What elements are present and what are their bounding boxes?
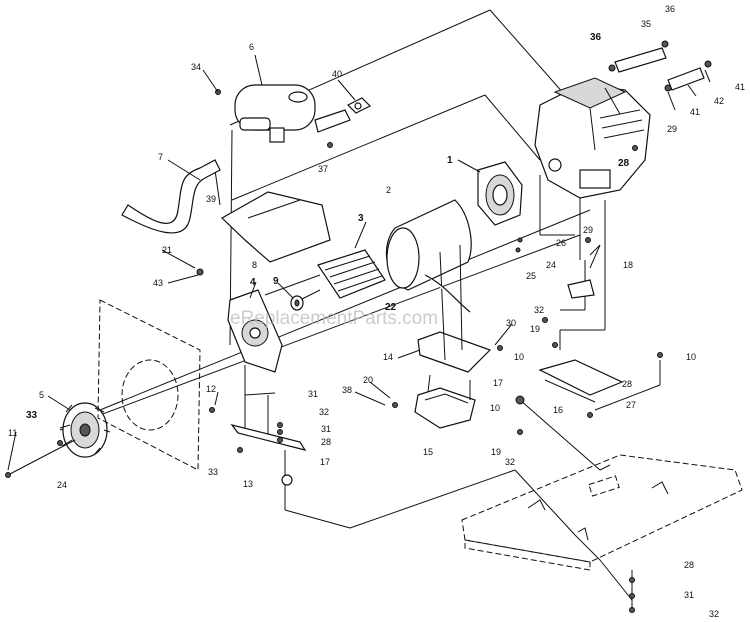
callout-part-16: 16 bbox=[553, 405, 563, 415]
callout-part-24-upper: 24 bbox=[546, 260, 556, 270]
callout-part-32-frame: 32 bbox=[709, 609, 719, 619]
rotor bbox=[299, 249, 386, 301]
callout-part-17-right: 17 bbox=[493, 378, 503, 388]
callout-part-30: 30 bbox=[506, 318, 516, 328]
callout-part-28-foot: 28 bbox=[321, 437, 331, 447]
callout-part-32-foot: 32 bbox=[319, 407, 329, 417]
callout-part-33-fan: 33 bbox=[26, 410, 38, 421]
callout-part-25: 25 bbox=[526, 271, 536, 281]
callout-part-19-upper: 19 bbox=[530, 324, 540, 334]
cooling-fan bbox=[59, 402, 111, 458]
fan-shroud bbox=[97, 299, 201, 471]
exhaust-pipe bbox=[121, 159, 221, 234]
callout-part-11: 11 bbox=[8, 428, 17, 438]
callout-part-5: 5 bbox=[39, 390, 44, 400]
callout-part-35: 35 bbox=[641, 19, 651, 29]
heat-shield bbox=[221, 191, 331, 263]
callout-part-14: 14 bbox=[383, 352, 393, 362]
callout-part-36-left: 36 bbox=[590, 32, 602, 43]
callout-part-29-clip: 29 bbox=[583, 225, 593, 235]
callout-part-13: 13 bbox=[243, 479, 253, 489]
callout-part-10-lower: 10 bbox=[490, 403, 500, 413]
mounting-bracket bbox=[417, 244, 492, 373]
end-bell bbox=[227, 289, 283, 373]
callout-part-26: 26 bbox=[556, 238, 566, 248]
callout-part-40: 40 bbox=[332, 69, 342, 79]
watermark-text: eReplacementParts.com bbox=[230, 308, 438, 329]
rubber-mount bbox=[414, 374, 476, 429]
callout-part-17-left: 17 bbox=[320, 457, 330, 467]
assembly-lines bbox=[59, 9, 661, 612]
callout-part-36-right: 36 bbox=[665, 4, 675, 14]
callout-part-43: 43 bbox=[153, 278, 163, 288]
engine-adapter bbox=[477, 161, 523, 226]
callout-part-41-lower: 41 bbox=[690, 107, 700, 117]
part-callouts: 1 2 3 4 5 6 7 8 9 10 10 10 11 12 13 14 1… bbox=[8, 4, 745, 619]
fasteners bbox=[57, 89, 663, 613]
callout-part-2: 2 bbox=[386, 185, 391, 195]
callout-part-24-lower: 24 bbox=[57, 480, 67, 490]
bolt-head bbox=[5, 472, 11, 478]
callout-part-42: 42 bbox=[714, 96, 724, 106]
stator bbox=[385, 199, 472, 291]
callout-part-32-upper: 32 bbox=[534, 305, 544, 315]
callout-part-33-foot: 33 bbox=[208, 467, 218, 477]
callout-part-34: 34 bbox=[191, 62, 201, 72]
callout-part-22: 22 bbox=[385, 302, 397, 313]
exhaust-gasket bbox=[346, 97, 372, 114]
callout-part-3: 3 bbox=[358, 213, 364, 224]
callout-part-31-end: 31 bbox=[308, 389, 318, 399]
callout-part-18: 18 bbox=[623, 260, 633, 270]
callout-part-7: 7 bbox=[158, 152, 163, 162]
engine bbox=[534, 77, 651, 199]
callout-part-10-right: 10 bbox=[686, 352, 696, 362]
fuel-fittings bbox=[608, 40, 712, 92]
callout-part-28-engine: 28 bbox=[618, 158, 630, 169]
callout-part-12: 12 bbox=[206, 384, 216, 394]
through-bolt bbox=[7, 439, 76, 476]
callout-part-21: 21 bbox=[162, 245, 172, 255]
frame-cradle bbox=[461, 454, 743, 571]
callout-part-20: 20 bbox=[363, 375, 373, 385]
callout-part-37: 37 bbox=[318, 164, 328, 174]
callout-part-4: 4 bbox=[250, 277, 256, 288]
callout-part-32-mid: 32 bbox=[505, 457, 515, 467]
callout-part-39: 39 bbox=[206, 194, 216, 204]
callout-part-29-engine: 29 bbox=[667, 124, 677, 134]
callout-part-10-upper: 10 bbox=[514, 352, 524, 362]
grounding-clip bbox=[567, 244, 601, 299]
callout-part-9: 9 bbox=[273, 276, 279, 287]
callout-part-41-upper: 41 bbox=[735, 82, 745, 92]
callout-part-38: 38 bbox=[342, 385, 352, 395]
callout-part-27: 27 bbox=[626, 400, 636, 410]
muffler bbox=[234, 84, 351, 143]
callout-part-1: 1 bbox=[447, 155, 453, 166]
callout-part-28-base: 28 bbox=[622, 379, 632, 389]
bearing bbox=[290, 295, 304, 311]
callout-part-15: 15 bbox=[423, 447, 433, 457]
callout-leaders bbox=[7, 54, 711, 471]
callout-part-31-frame: 31 bbox=[684, 590, 694, 600]
base-bracket bbox=[538, 359, 624, 403]
callout-part-28-frame: 28 bbox=[684, 560, 694, 570]
callout-part-19-lower: 19 bbox=[491, 447, 501, 457]
callout-part-8: 8 bbox=[252, 260, 257, 270]
callout-part-6: 6 bbox=[249, 42, 254, 52]
foot-bracket bbox=[230, 424, 307, 451]
callout-part-31-foot: 31 bbox=[321, 424, 331, 434]
